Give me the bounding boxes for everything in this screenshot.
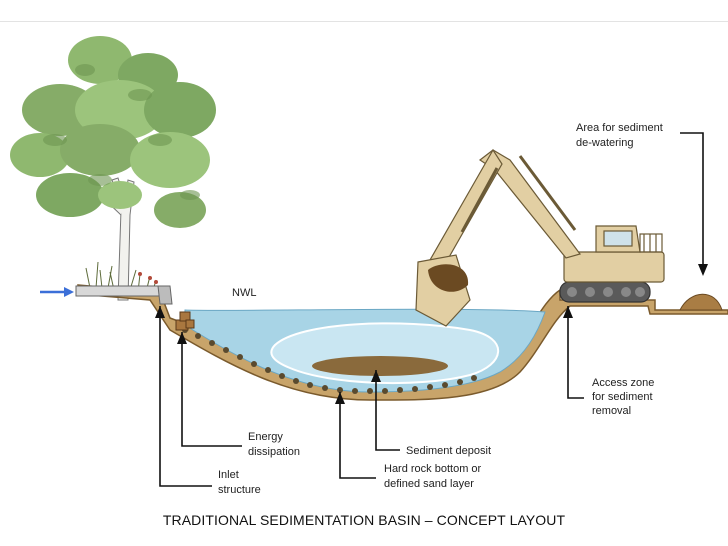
inlet-structure [75, 285, 173, 305]
inflow-arrow-icon [40, 287, 74, 297]
dewatering-label-line2: de-watering [576, 137, 633, 149]
access-zone-label-line1: Access zone [592, 377, 654, 389]
hard-rock-label-line1: Hard rock bottom or [384, 463, 482, 475]
dewatering-label-line1: Area for sediment [576, 122, 663, 134]
soil-pile-icon [679, 293, 723, 311]
top-divider [0, 21, 728, 22]
sediment-deposit-label: Sediment deposit [406, 445, 491, 457]
leader-arrowheads [155, 306, 573, 404]
inlet-structure-label-line2: structure [218, 484, 261, 496]
inlet-structure-label-line1: Inlet [218, 469, 239, 481]
access-zone-label-line2: for sediment [592, 391, 653, 403]
tree-icon [10, 36, 216, 301]
nwl-label: NWL [232, 287, 256, 299]
diagram-caption: TRADITIONAL SEDIMENTATION BASIN – CONCEP… [162, 512, 566, 528]
leader-lines [159, 132, 708, 487]
energy-dissipation-rocks [175, 311, 195, 331]
energy-dissipation-label-line2: dissipation [248, 446, 300, 458]
excavator-icon [415, 148, 665, 327]
energy-dissipation-label-line1: Energy [248, 431, 283, 443]
access-zone-label-line3: removal [592, 405, 631, 417]
sediment-deposit [312, 356, 448, 376]
hard-rock-label-line2: defined sand layer [384, 478, 474, 490]
rock-bottom [182, 327, 477, 394]
